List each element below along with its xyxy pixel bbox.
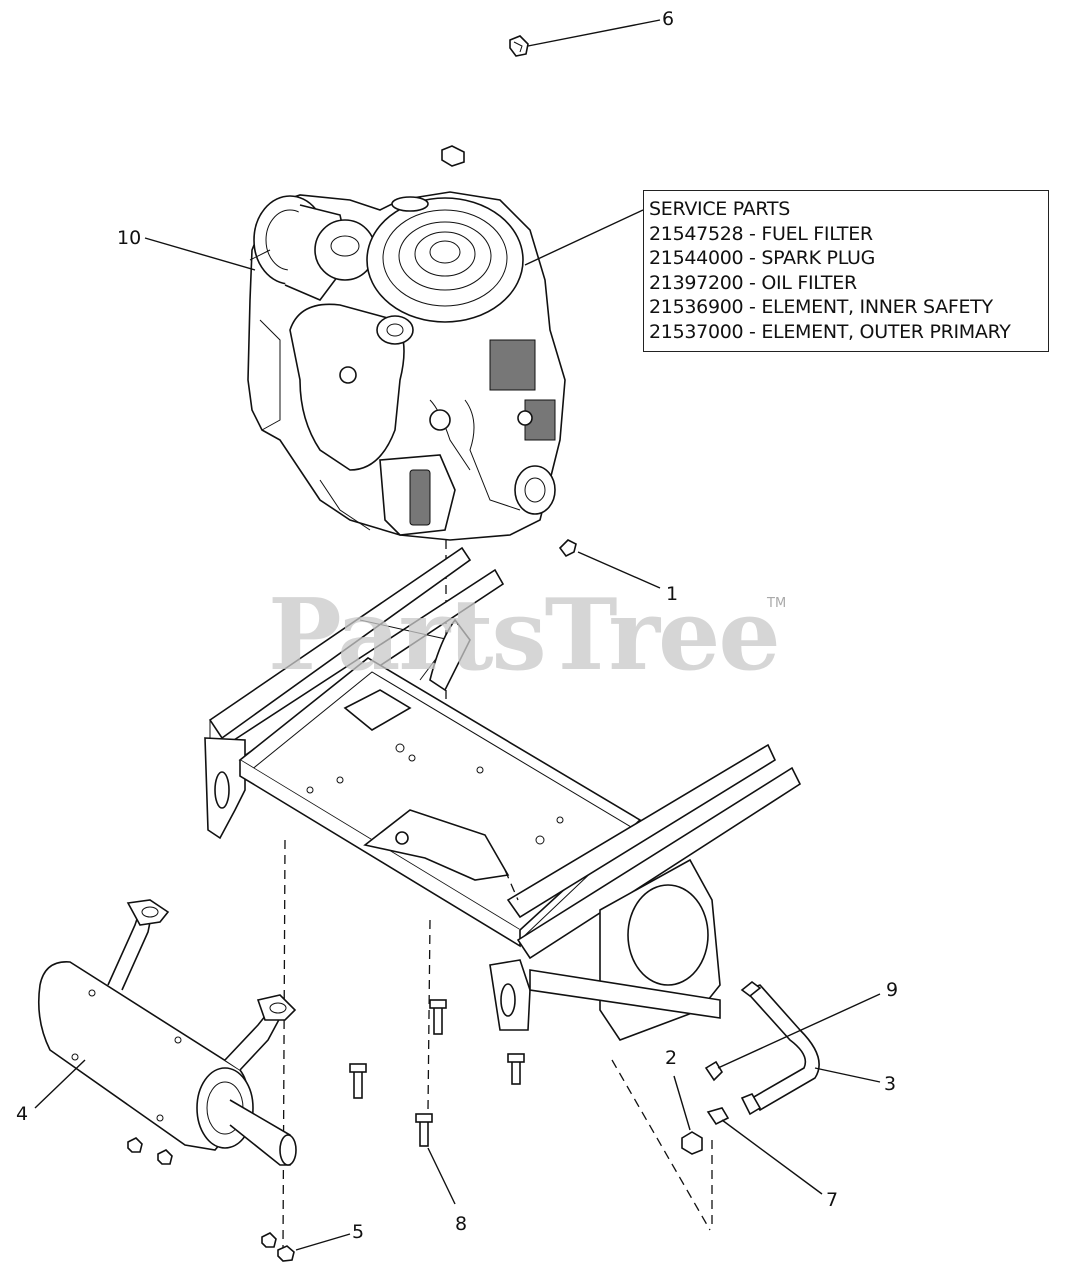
callout-10: 10: [117, 227, 141, 249]
part-3-hose: [740, 980, 881, 1116]
callout-2: 2: [665, 1047, 677, 1069]
part-5-nut: [277, 1233, 351, 1262]
frame: [204, 546, 802, 1041]
callout-4: 4: [16, 1103, 28, 1125]
callout-1: 1: [666, 583, 678, 605]
part-7-clamp: [706, 1107, 823, 1195]
callout-3: 3: [884, 1073, 896, 1095]
muffler-nuts: [127, 1137, 277, 1248]
service-parts-box: SERVICE PARTS 21547528 - FUEL FILTER 215…: [643, 190, 1049, 352]
part-8-bolt: [415, 1113, 456, 1205]
callout-6: 6: [662, 8, 674, 30]
service-part-fuel-filter: 21547528 - FUEL FILTER: [649, 222, 873, 245]
callout-7: 7: [826, 1189, 838, 1211]
trademark-mark: TM: [767, 596, 787, 611]
frame-bolts: [349, 999, 525, 1099]
part-10-engine: [144, 191, 566, 541]
callout-8: 8: [455, 1213, 467, 1235]
service-part-spark-plug: 21544000 - SPARK PLUG: [649, 247, 876, 269]
service-part-inner-element: 21536900 - ELEMENT, INNER SAFETY: [649, 296, 993, 318]
service-parts-leader: [524, 209, 644, 266]
service-part-oil-filter: 21397200 - OIL FILTER: [649, 271, 857, 294]
part-clip-2: [441, 145, 465, 167]
callout-9: 9: [886, 979, 898, 1001]
part-1-bolt: [558, 539, 661, 589]
part-4-muffler: [34, 899, 297, 1166]
part-9-clamp: [704, 993, 881, 1082]
service-parts-title: SERVICE PARTS: [649, 198, 790, 220]
part-6-clip: [509, 19, 661, 57]
callout-5: 5: [352, 1221, 364, 1243]
part-2-fitting: [673, 1075, 703, 1155]
service-part-outer-element: 21537000 - ELEMENT, OUTER PRIMARY: [649, 320, 1011, 343]
